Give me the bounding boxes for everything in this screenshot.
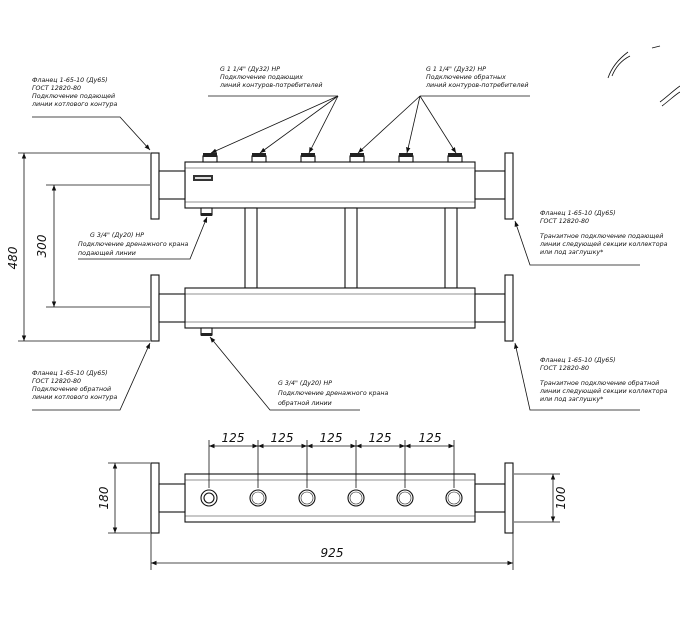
lbl-return-conn-2: Подключение обратных xyxy=(426,73,506,81)
brand-logo-plate xyxy=(193,175,213,181)
corner-sketch-marks xyxy=(607,45,680,107)
lbl-flange-tl-4: линии котлового контура xyxy=(31,101,118,108)
dim-100-text: 100 xyxy=(554,486,568,509)
lbl-flange-bl-1: Фланец 1-65-10 (Ду65) xyxy=(32,370,108,377)
dimension-300 xyxy=(46,184,150,308)
lbl-transit-return-4: линии следующей секции коллектора xyxy=(539,388,668,395)
return-header-pipe xyxy=(184,287,476,329)
lbl-supply-conn-3: линий контуров-потребителей xyxy=(219,81,322,89)
lbl-flange-tl-2: ГОСТ 12820-80 xyxy=(32,85,81,92)
return-drain-fitting xyxy=(200,327,213,336)
dimension-925 xyxy=(150,533,514,570)
lbl-drain-return-3: обратной линии xyxy=(278,399,332,407)
flange-right-supply xyxy=(474,152,514,220)
dim-125-text-1: 125 xyxy=(222,431,245,445)
lbl-transit-supply-5: или под заглушку* xyxy=(540,249,603,256)
lbl-transit-return-1: Фланец 1-65-10 (Ду65) xyxy=(540,357,616,364)
supply-header-pipe xyxy=(184,161,476,209)
flange-right-return xyxy=(474,274,514,342)
leader-lines xyxy=(32,95,640,411)
pitch-dimensions xyxy=(208,440,455,488)
lbl-supply-conn-2: Подключение подающих xyxy=(220,74,303,81)
lbl-flange-tl-3: Подключение подающей xyxy=(32,93,115,100)
lbl-return-conn-3: линий контуров-потребителей xyxy=(425,81,528,89)
lbl-drain-return-1: G 3/4" (Ду20) НР xyxy=(278,380,332,387)
supply-top-connections xyxy=(202,153,463,163)
lbl-transit-return-2: ГОСТ 12820-80 xyxy=(540,365,589,372)
connecting-tubes xyxy=(244,207,458,289)
supply-drain-fitting xyxy=(200,207,213,216)
top-view-pipe xyxy=(184,473,476,523)
dim-180-text: 180 xyxy=(97,486,111,509)
dim-125-text-3: 125 xyxy=(320,431,343,445)
dim-480-text: 480 xyxy=(6,246,20,269)
top-view-ports xyxy=(200,489,463,507)
dimension-100 xyxy=(514,473,560,523)
lbl-flange-bl-2: ГОСТ 12820-80 xyxy=(32,378,81,385)
lbl-flange-bl-4: линии котлового контура xyxy=(31,394,118,401)
lbl-transit-supply-3: Транзитное подключение подающей xyxy=(540,233,663,240)
dim-125-text-2: 125 xyxy=(271,431,294,445)
lbl-transit-return-3: Транзитное подключение обратной xyxy=(540,379,659,387)
lbl-supply-conn-1: G 1 1/4" (Ду32) НР xyxy=(220,66,280,73)
lbl-transit-supply-4: линии следующей секции коллектора xyxy=(539,241,668,248)
dim-125-text-4: 125 xyxy=(369,431,392,445)
lbl-flange-tl-1: Фланец 1-65-10 (Ду65) xyxy=(32,77,108,84)
lbl-drain-supply-1: G 3/4" (Ду20) НР xyxy=(90,232,144,239)
dimension-180 xyxy=(108,462,150,534)
top-view-flange-left xyxy=(150,462,186,534)
flange-left-supply xyxy=(150,152,186,220)
flange-left-return xyxy=(150,274,186,342)
lbl-transit-supply-1: Фланец 1-65-10 (Ду65) xyxy=(540,210,616,217)
lbl-transit-return-5: или под заглушку* xyxy=(540,396,603,403)
dimension-480 xyxy=(18,152,150,342)
lbl-transit-supply-2: ГОСТ 12820-80 xyxy=(540,218,589,225)
dim-125-text-5: 125 xyxy=(419,431,442,445)
lbl-flange-bl-3: Подключение обратной xyxy=(32,385,111,393)
dim-300-text: 300 xyxy=(35,234,49,257)
lbl-drain-supply-2: Подключение дренажного крана xyxy=(78,241,189,248)
dim-925-text: 925 xyxy=(321,546,344,560)
lbl-drain-return-2: Подключение дренажного крана xyxy=(278,390,389,397)
lbl-return-conn-1: G 1 1/4" (Ду32) НР xyxy=(426,66,486,73)
lbl-drain-supply-3: подающей линии xyxy=(78,250,136,257)
top-view-flange-right xyxy=(474,462,514,534)
